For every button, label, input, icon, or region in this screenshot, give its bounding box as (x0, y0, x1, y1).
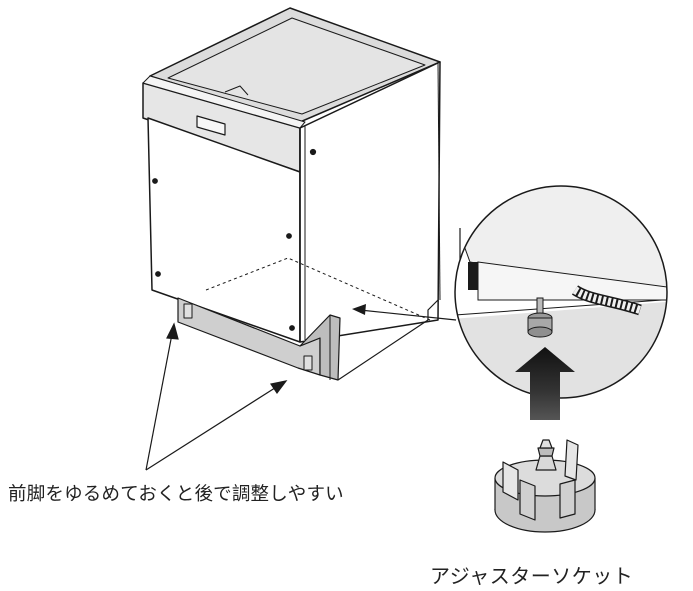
magnified-detail (454, 185, 668, 399)
pointer-arrow-rear (352, 304, 457, 321)
door-handle (196, 115, 226, 136)
upward-arrow (515, 347, 575, 420)
adjuster-socket-illustration (494, 439, 596, 533)
pointer-arrows-front-legs (145, 322, 288, 471)
dishwasher-unit (142, 7, 441, 381)
adjuster-socket-caption: アジャスターソケット (430, 564, 634, 588)
front-legs-caption: 前脚をゆるめておくと後で調整しやすい (8, 484, 344, 505)
